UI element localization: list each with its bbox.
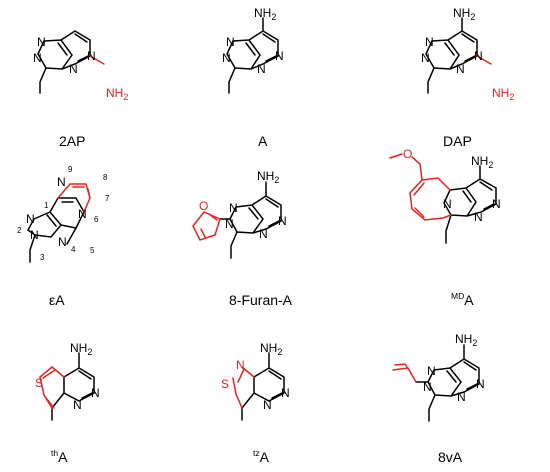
caption-mda-sup: MD — [451, 291, 464, 301]
ring-number: 5 — [90, 246, 95, 255]
caption-2ap: 2AP — [59, 133, 85, 149]
atom-o-furan: O — [199, 199, 208, 213]
atom-nh2: NH2 — [257, 169, 279, 185]
atom-n: N — [257, 62, 266, 76]
caption-tha: thA — [51, 448, 68, 465]
atom-n: N — [78, 207, 87, 221]
atom-n: N — [474, 49, 483, 63]
atom-n: N — [229, 201, 238, 215]
atom-sub2: 2 — [87, 347, 92, 357]
atom-nh: NH — [106, 86, 123, 100]
atom-n: N — [57, 175, 66, 189]
atom-sub2: 2 — [472, 338, 477, 348]
ring-number: 6 — [94, 215, 99, 224]
atom-nh: NH — [453, 6, 470, 20]
atom-nh: NH — [492, 86, 509, 100]
atom-n: N — [457, 390, 466, 404]
atom-n: N — [58, 235, 67, 249]
caption-tha-sup: th — [51, 448, 58, 458]
atom-n: N — [421, 51, 430, 65]
atom-n: N — [281, 386, 290, 400]
caption-tza: tzA — [253, 448, 270, 465]
ring-number: 3 — [40, 253, 45, 262]
ring-number: 7 — [105, 194, 110, 203]
atom-s-isothiazole: S — [221, 377, 229, 391]
atom-sub2: 2 — [274, 175, 279, 185]
atom-o-methoxy: O — [403, 147, 412, 161]
atom-sub2: 2 — [470, 12, 475, 22]
structure-dap: N N N N NH2 NH2 DAP — [421, 6, 514, 149]
ring-number: 2 — [17, 226, 22, 235]
atom-nh: NH — [257, 169, 274, 183]
atom-n: N — [30, 228, 39, 242]
ring-number: 4 — [71, 245, 76, 254]
atom-nh: NH — [70, 341, 87, 355]
atom-nh: NH — [254, 6, 271, 20]
atom-sub2: 2 — [488, 160, 493, 170]
structure-ethenoadenine: N N N N N 1 2 3 4 5 6 7 8 9 εA — [17, 165, 110, 308]
atom-nh2-red: NH2 — [492, 86, 514, 102]
atom-nh: NH — [455, 332, 472, 346]
atom-n: N — [443, 197, 452, 211]
atom-n: N — [259, 227, 268, 241]
structure-mda: N N N O NH2 MDA — [389, 147, 501, 308]
atom-n: N — [69, 62, 78, 76]
atom-n-isothiazole: N — [236, 358, 245, 372]
atom-n: N — [225, 217, 234, 231]
atom-nh2: NH2 — [260, 341, 282, 357]
atom-n: N — [26, 212, 35, 226]
caption-tza-sup: tz — [253, 448, 260, 458]
atom-n: N — [278, 214, 287, 228]
atom-nh2: NH2 — [471, 154, 493, 170]
atom-n: N — [222, 51, 231, 65]
atom-n: N — [456, 62, 465, 76]
caption-8-furan-a: 8-Furan-A — [229, 292, 293, 308]
atom-n: N — [427, 364, 436, 378]
caption-8va: 8vA — [438, 449, 463, 465]
structure-8-furan-a: N N N N O NH2 8-Furan-A — [192, 169, 293, 308]
atom-n: N — [33, 51, 42, 65]
atom-n: N — [91, 386, 100, 400]
atom-n: N — [425, 35, 434, 49]
atom-n: N — [275, 49, 284, 63]
caption-ethenoadenine: εA — [49, 292, 65, 308]
atom-n: N — [73, 398, 82, 412]
atom-s-thieno: S — [35, 376, 43, 390]
atom-n: N — [492, 197, 501, 211]
ring-number: 9 — [68, 165, 73, 174]
atom-nh: NH — [260, 341, 277, 355]
atom-n: N — [476, 377, 485, 391]
atom-n: N — [226, 35, 235, 49]
atom-sub2: 2 — [277, 347, 282, 357]
ring-number: 8 — [103, 173, 108, 182]
caption-mda: MDA — [451, 291, 474, 308]
caption-a: A — [258, 133, 268, 149]
structure-tza: N N N S NH2 tzA — [221, 341, 290, 465]
structure-a: N N N N NH2 A — [222, 6, 284, 149]
structure-tha: N N S NH2 thA — [35, 341, 100, 465]
atom-n: N — [263, 398, 272, 412]
structure-8va: N N N N NH2 8vA — [392, 332, 485, 465]
atom-n: N — [37, 35, 46, 49]
atom-n: N — [423, 380, 432, 394]
atom-nh2: NH2 — [254, 6, 276, 22]
atom-sub2: 2 — [509, 92, 514, 102]
atom-n: N — [87, 49, 96, 63]
atom-nh2: NH2 — [453, 6, 475, 22]
atom-nh2-red: NH2 — [106, 86, 128, 102]
structure-2ap: N N N N NH2 2AP — [33, 30, 128, 149]
atom-n: N — [474, 210, 483, 224]
atom-sub2: 2 — [123, 92, 128, 102]
atom-nh: NH — [471, 154, 488, 168]
caption-tha-base: A — [58, 449, 68, 465]
caption-tza-base: A — [260, 449, 270, 465]
caption-mda-base: A — [464, 292, 474, 308]
ring-number: 1 — [44, 201, 49, 210]
atom-sub2: 2 — [271, 12, 276, 22]
atom-nh2: NH2 — [455, 332, 477, 348]
atom-nh2: NH2 — [70, 341, 92, 357]
caption-dap: DAP — [443, 133, 472, 149]
